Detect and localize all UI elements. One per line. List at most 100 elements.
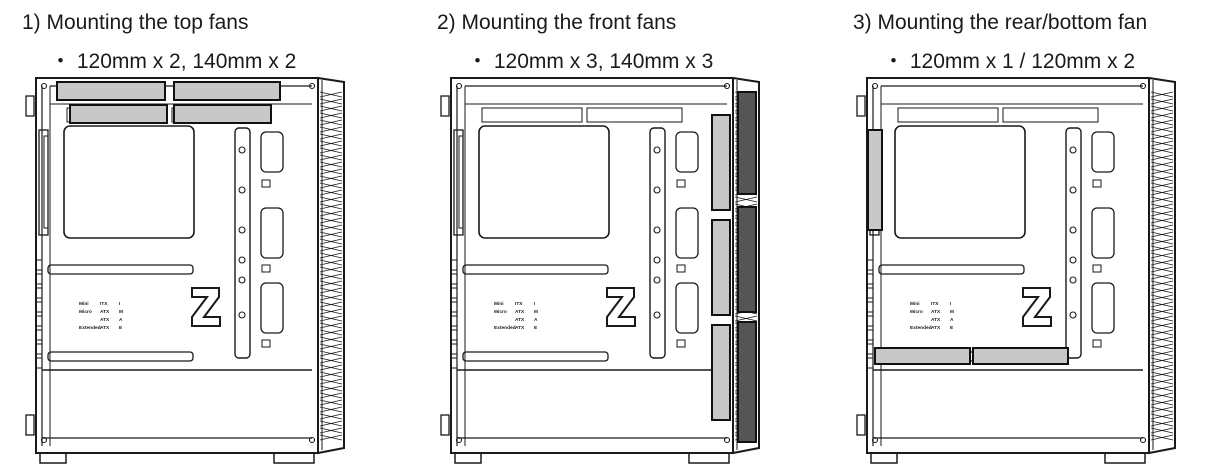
front-mesh-line <box>319 427 343 434</box>
expansion-slot <box>450 287 458 299</box>
expansion-slot <box>866 273 874 285</box>
expansion-slot <box>866 357 874 369</box>
expansion-slot <box>450 315 458 327</box>
expansion-slot <box>35 301 43 313</box>
front-mesh-line <box>1150 147 1174 154</box>
front-mesh-line <box>319 420 343 427</box>
board-label-name: Extended <box>494 325 516 331</box>
top-fan-bracket <box>69 104 168 124</box>
grommet <box>653 276 661 284</box>
front-mesh-line <box>1150 175 1174 182</box>
front-mesh-line <box>319 140 343 147</box>
board-label-code: E <box>534 325 538 331</box>
rear-bracket <box>25 414 35 436</box>
panel-spec: ・ 120mm x 1 / 120mm x 2 <box>883 50 1136 73</box>
front-mesh-line <box>1150 182 1174 189</box>
expansion-slot <box>866 301 874 313</box>
front-mesh-line <box>1150 91 1174 98</box>
case-foot <box>688 452 730 464</box>
expansion-slot <box>35 343 43 355</box>
front-mesh-line <box>1150 245 1174 252</box>
front-mesh-line <box>319 385 343 392</box>
front-mesh-line <box>319 259 343 266</box>
front-mesh-line <box>1150 259 1174 266</box>
front-mesh-line <box>319 126 343 133</box>
expansion-slot <box>35 259 43 271</box>
board-label-form: ITX <box>931 301 939 307</box>
board-label-code: M <box>119 309 123 315</box>
front-mesh-line <box>319 154 343 161</box>
board-label-code: A <box>534 317 538 323</box>
front-mesh-line <box>319 399 343 406</box>
front-mesh-line <box>1150 287 1174 294</box>
front-mesh-line <box>1150 154 1174 161</box>
front-mesh-line <box>1150 301 1174 308</box>
cable-route-column <box>1065 127 1082 359</box>
front-mesh-line <box>1150 112 1174 119</box>
expansion-slot <box>35 287 43 299</box>
grommet <box>653 186 661 194</box>
cpu-cutout <box>894 125 1026 239</box>
grommet <box>238 276 246 284</box>
front-mesh-line <box>319 434 343 441</box>
expansion-slot <box>450 343 458 355</box>
board-label-code: I <box>534 301 536 307</box>
panel-rear-bottom-fans: 3) Mounting the rear/bottom fan ・ 120mm … <box>853 0 1216 476</box>
front-fan-mount <box>737 91 757 195</box>
expansion-slot <box>450 329 458 341</box>
bottom-rail <box>47 351 194 362</box>
front-mesh-line <box>319 252 343 259</box>
front-mesh-line <box>1150 231 1174 238</box>
cutout <box>260 207 284 259</box>
front-mesh-line <box>319 280 343 287</box>
expansion-slot <box>450 259 458 271</box>
front-mesh-line <box>319 91 343 98</box>
front-mesh-line <box>1150 406 1174 413</box>
expansion-slot <box>866 287 874 299</box>
top-fan-bracket <box>173 104 272 124</box>
expansion-slot <box>450 301 458 313</box>
tie-point <box>1092 264 1102 273</box>
board-label-form: ATX <box>931 309 941 315</box>
board-label-name: Micro <box>79 309 92 315</box>
front-mesh-line <box>1150 420 1174 427</box>
screw <box>723 82 731 90</box>
grommet <box>1069 146 1077 154</box>
panel-spec: ・ 120mm x 2, 140mm x 2 <box>50 50 297 73</box>
tray-slot <box>1002 107 1099 123</box>
board-label-form: ATX <box>100 309 110 315</box>
front-mesh-line <box>1150 238 1174 245</box>
front-mesh-line <box>319 189 343 196</box>
expansion-slot <box>866 343 874 355</box>
front-mesh-line <box>1150 189 1174 196</box>
tie-point <box>676 264 686 273</box>
expansion-slot <box>866 259 874 271</box>
panel-front-fans: 2) Mounting the front fans ・ 120mm x 3, … <box>437 0 842 476</box>
front-mesh-line <box>319 266 343 273</box>
front-mesh-line <box>319 406 343 413</box>
front-mesh-line <box>319 343 343 350</box>
expansion-slot <box>450 357 458 369</box>
cpu-cutout <box>478 125 610 239</box>
grommet <box>1069 311 1077 319</box>
board-label-code: M <box>950 309 954 315</box>
front-mesh-line <box>734 315 758 322</box>
front-mesh-line <box>1150 196 1174 203</box>
board-label-form: ITX <box>100 301 108 307</box>
front-mesh-line <box>319 357 343 364</box>
front-mesh-line <box>1150 119 1174 126</box>
bottom-fan-mount <box>972 347 1069 365</box>
grommet <box>1069 276 1077 284</box>
grommet <box>653 256 661 264</box>
tray-slot <box>481 107 583 123</box>
board-label-code: A <box>950 317 954 323</box>
front-mesh-line <box>1150 252 1174 259</box>
rear-bracket <box>856 414 866 436</box>
cutout <box>260 282 284 334</box>
horizontal-bracket <box>878 264 1025 275</box>
front-fan-mount <box>711 324 731 421</box>
board-label-form: ITX <box>515 301 523 307</box>
front-mesh-line <box>1150 427 1174 434</box>
board-label-form: ATX <box>515 309 525 315</box>
cpu-cutout <box>63 125 195 239</box>
